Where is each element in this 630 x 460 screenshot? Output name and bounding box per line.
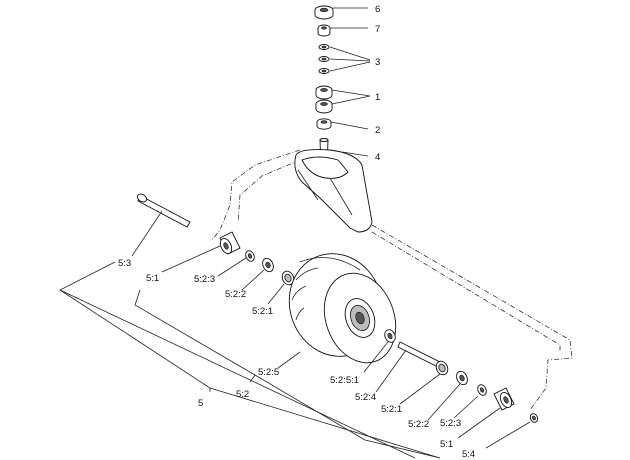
callout-5-2-3-right: 5:2:3	[440, 418, 461, 429]
item-5-2-4-axle	[397, 341, 441, 368]
item-5-2-1-right-bearing	[435, 360, 449, 376]
callout-2: 2	[375, 125, 380, 136]
item-5-2-3-right	[477, 384, 487, 396]
callout-labels: 6 7 3 1 2 4 5:3 5:1 5:2:3 5:2:2 5:2:1 5:…	[118, 4, 475, 460]
callout-5-3: 5:3	[118, 258, 131, 269]
item-2-seal	[316, 118, 332, 130]
callout-5-2-5: 5:2:5	[258, 367, 279, 378]
callout-5-2-1-left: 5:2:1	[252, 306, 273, 317]
callout-5-2: 5:2	[236, 389, 249, 400]
callout-4: 4	[375, 152, 380, 163]
item-5-2-3-left	[245, 250, 255, 262]
callout-5-2-2-left: 5:2:2	[225, 289, 246, 300]
leader-lines	[59, 7, 531, 459]
callout-6: 6	[375, 4, 380, 15]
item-5-1-left-spacer	[219, 231, 241, 255]
callout-3: 3	[375, 57, 380, 68]
item-5-2-5-1-washer	[384, 329, 396, 343]
item-7-nut	[317, 24, 331, 37]
callout-5-1-left: 5:1	[146, 273, 159, 284]
item-5-1-right-spacer	[493, 387, 515, 411]
item-5-2-2-right	[456, 370, 468, 386]
callout-5-1-right: 5:1	[440, 439, 453, 450]
item-3-washers	[318, 44, 330, 74]
item-4-caster-fork	[294, 138, 373, 233]
item-5-4-nut	[529, 413, 539, 423]
item-1-bearings	[315, 85, 333, 114]
callout-5-2-4: 5:2:4	[355, 392, 376, 403]
callout-5-2-1-right: 5:2:1	[381, 404, 402, 415]
item-5-3-axle-bolt	[136, 193, 191, 228]
callout-5-2-2-right: 5:2:2	[408, 419, 429, 430]
callout-5: 5	[198, 398, 203, 409]
callout-7: 7	[375, 24, 380, 35]
item-6-cap	[314, 5, 334, 20]
item-5-2-1-left-bearing	[281, 270, 295, 286]
item-5-2-2-left	[262, 257, 274, 273]
callout-5-2-5-1: 5:2:5:1	[330, 375, 359, 386]
callout-1: 1	[375, 92, 380, 103]
item-5-2-5-wheel	[288, 253, 397, 364]
callout-5-2-3-left: 5:2:3	[194, 274, 215, 285]
assembly-dashed-lines	[211, 149, 573, 411]
callout-5-4: 5:4	[462, 449, 475, 460]
